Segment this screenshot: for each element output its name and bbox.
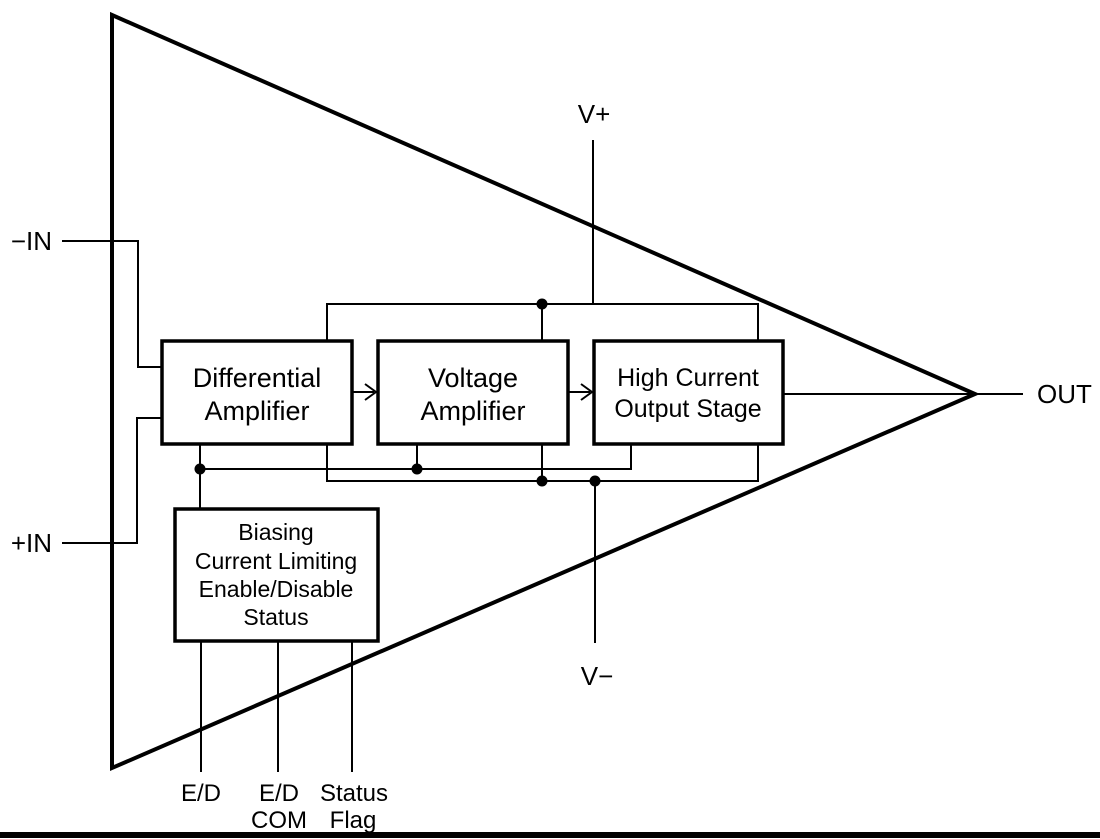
junction-dot: [589, 475, 601, 487]
pin-label-status-flag-line1: Status: [320, 780, 388, 807]
junction-dot: [536, 475, 548, 487]
output-stage-label-line2: Output Stage: [614, 395, 761, 423]
differential-amplifier-block: [160, 339, 354, 446]
pin-label-out: OUT: [1037, 379, 1092, 409]
pin-label-ed-com-line1: E/D: [259, 780, 299, 807]
biasing-block: [173, 507, 380, 643]
biasing-label-line4: Status: [243, 604, 308, 630]
high-current-output-stage-block: [592, 339, 785, 446]
output-stage-label-line1: High Current: [617, 364, 759, 392]
pin-label-v-plus: V+: [578, 99, 611, 129]
voltage-amplifier-label-line2: Amplifier: [420, 396, 525, 426]
differential-amplifier-label-line1: Differential: [193, 363, 322, 393]
arrow-icon: [364, 383, 378, 401]
biasing-label-line3: Enable/Disable: [199, 576, 354, 602]
pin-label-ed-com-line2: COM: [251, 807, 307, 834]
pin-label-v-minus: V−: [581, 661, 614, 691]
page-bottom-rule: [0, 832, 1100, 838]
pin-label-in-plus: +IN: [11, 528, 52, 558]
differential-amplifier-label-line2: Amplifier: [204, 396, 309, 426]
voltage-amplifier-block: [376, 339, 570, 446]
bias-line: [200, 444, 632, 470]
junction-dot: [536, 298, 548, 310]
biasing-label-line2: Current Limiting: [195, 548, 357, 574]
pin-label-ed: E/D: [181, 780, 221, 807]
junction-dot: [194, 463, 206, 475]
junction-dot: [411, 463, 423, 475]
pin-label-in-minus: −IN: [11, 226, 52, 256]
arrow-icon: [580, 383, 594, 401]
in-minus-wire: [62, 240, 162, 368]
pin-label-status-flag-line2: Flag: [330, 807, 377, 834]
in-plus-wire: [62, 417, 162, 544]
biasing-label-line1: Biasing: [238, 519, 313, 545]
voltage-amplifier-label-line1: Voltage: [428, 363, 518, 393]
